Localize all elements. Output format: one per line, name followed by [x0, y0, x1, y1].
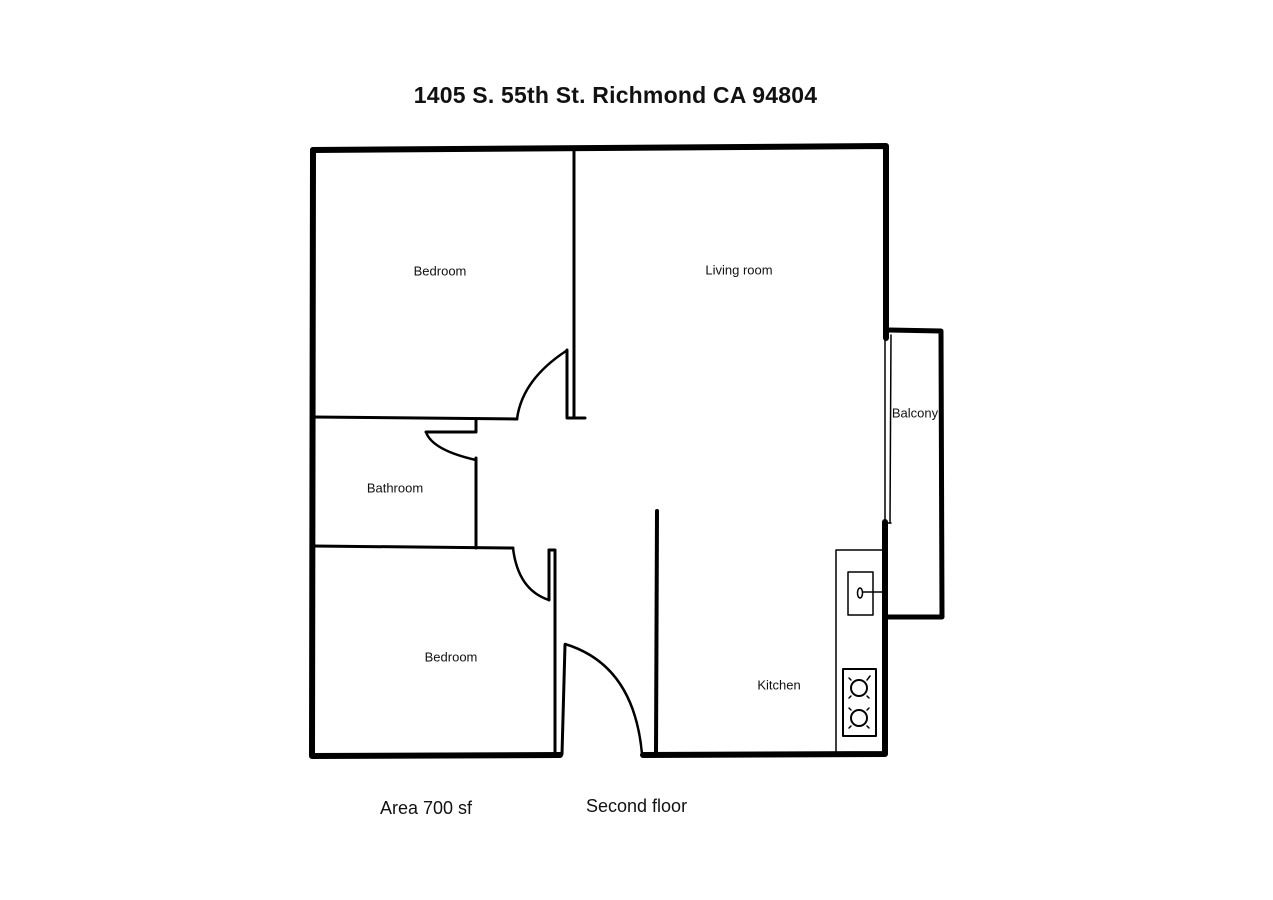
floor-label: Second floor — [586, 796, 688, 816]
room-label-living-room: Living room — [705, 262, 773, 278]
kitchen-counter — [835, 549, 884, 753]
door-swings — [424, 349, 644, 756]
room-label-balcony: Balcony — [891, 405, 939, 421]
room-label-bedroom-top: Bedroom — [413, 263, 467, 279]
plan-title: 1405 S. 55th St. Richmond CA 94804 — [413, 82, 818, 108]
exterior-walls — [309, 143, 889, 759]
room-label-bedroom-bottom: Bedroom — [424, 649, 478, 665]
area-label: Area 700 sf — [380, 798, 473, 818]
room-label-kitchen: Kitchen — [757, 677, 801, 693]
interior-walls — [311, 148, 659, 756]
balcony-sliding-door — [884, 334, 892, 524]
room-label-bathroom: Bathroom — [366, 480, 424, 496]
balcony-walls — [883, 327, 945, 620]
